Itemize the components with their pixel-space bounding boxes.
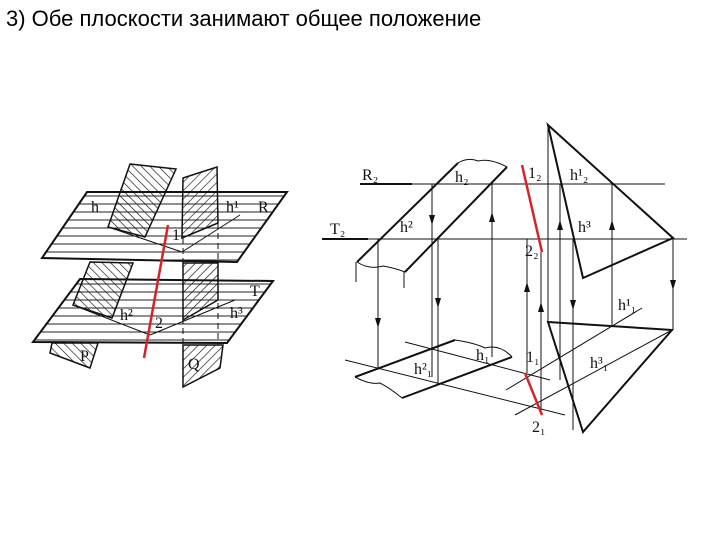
label-h2-1: h²₁: [414, 361, 432, 378]
plane-P-upper-part: [107, 163, 178, 238]
label-h1-2: h¹₂: [570, 167, 588, 184]
label-l1: 1₁: [526, 349, 540, 366]
label-h2: h₂: [455, 169, 469, 186]
plane-P-middle-part: [72, 261, 135, 319]
plane-P-lower-part: [49, 342, 100, 369]
label-h1: h₁: [476, 347, 490, 364]
label-Q: Q: [188, 356, 200, 373]
label-h1-1: h¹₁: [618, 297, 636, 314]
right-figure-labels: R₂ T₂ h₂ h² 1₂ h¹₂ h³ 2₂ h¹₁ h₁ h²₁ 1₁ h…: [330, 165, 636, 436]
label-P: P: [80, 348, 89, 365]
label-l2: 1₂: [528, 165, 542, 182]
plane-R: [40, 191, 289, 264]
label-h2-sup: h²: [400, 219, 413, 236]
label-h3: h³: [230, 305, 243, 322]
label-T2: T₂: [330, 221, 345, 238]
label-h1: h¹: [226, 199, 239, 216]
plane-Q-lower-part: [182, 344, 224, 389]
right-orthographic-figure: [322, 122, 687, 434]
intersection-line-red: [142, 224, 170, 359]
label-point-1: 1: [172, 227, 180, 244]
label-h: h: [91, 199, 99, 216]
label-point-2: 2: [155, 315, 163, 332]
left-spatial-figure: [31, 163, 289, 389]
label-point-2-1: 2₁: [532, 419, 546, 436]
line-l-front-red: [520, 164, 544, 253]
label-h3-1: h³₁: [590, 355, 608, 372]
label-h2: h²: [120, 307, 133, 324]
left-figure-labels: h h¹ R 1 T h² 2 h³ P Q: [80, 199, 269, 373]
label-R2: R₂: [362, 167, 378, 184]
label-point-2-2: 2₂: [525, 243, 539, 260]
line-l-top-red: [523, 372, 544, 416]
label-R: R: [258, 199, 269, 216]
label-T: T: [250, 283, 260, 300]
label-h3: h³: [578, 219, 591, 236]
slide-title: 3) Обе плоскости занимают общее положени…: [6, 6, 482, 31]
